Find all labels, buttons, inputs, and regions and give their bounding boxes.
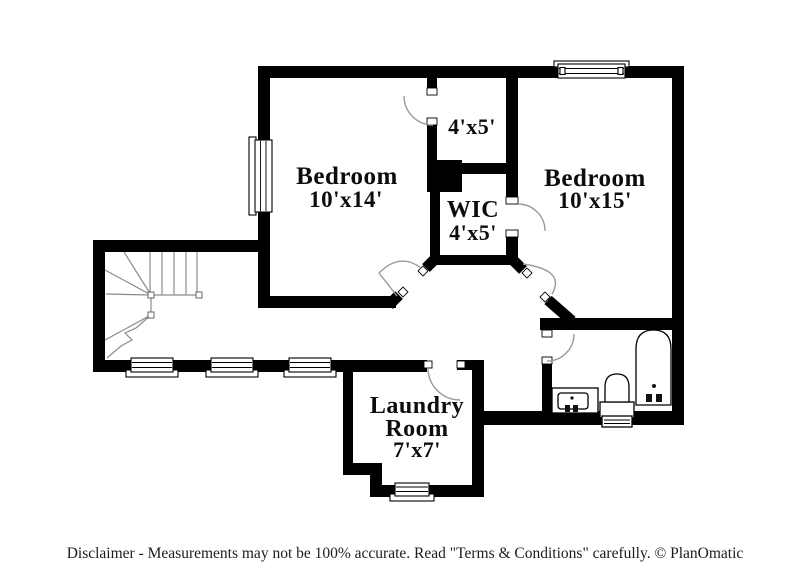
wall-stub-wic-right — [509, 256, 527, 274]
walls — [93, 66, 684, 497]
wall-laundry-right — [472, 360, 484, 497]
jamb — [423, 360, 433, 369]
disclaimer-text: Disclaimer - Measurements may not be 100… — [67, 545, 744, 562]
door-leaf-bedroom-left — [378, 272, 398, 297]
jamb — [505, 229, 519, 238]
wall-laundry-top-right — [457, 360, 484, 370]
wall-closet-block — [427, 160, 462, 192]
wall-wic-right-upper — [506, 78, 518, 197]
window-icon — [248, 136, 273, 216]
jamb — [541, 329, 553, 338]
label-bedroom-right-name: Bedroom — [544, 165, 646, 192]
windows — [125, 60, 630, 502]
wall-stair-left — [93, 240, 105, 372]
label-laundry-dims: 7'x7' — [393, 437, 441, 462]
jamb — [426, 87, 438, 96]
door-arc-bedroom-right — [522, 263, 557, 295]
wall-closet-bottom — [460, 163, 508, 174]
wall-closet-left-lower — [427, 118, 437, 163]
label-closet-dims: 4'x5' — [448, 114, 496, 139]
jamb — [426, 117, 438, 126]
window-icon — [283, 357, 337, 378]
window-icon — [553, 60, 630, 79]
wall-closet-left-upper — [427, 78, 437, 95]
stair-break-line — [106, 314, 152, 359]
window-icon — [205, 357, 259, 378]
sink-vanity-icon — [551, 387, 599, 414]
label-laundry-name-line2: Room — [385, 416, 448, 442]
wall-right — [672, 66, 684, 425]
wall-bathroom-left — [542, 364, 552, 415]
wall-bedroom-left-bottom — [258, 296, 396, 308]
bathtub-icon — [635, 329, 672, 406]
door-arc-bedroom-left — [378, 260, 422, 274]
wall-stub-wic-left — [422, 255, 439, 272]
jamb — [505, 196, 519, 205]
label-wic-dims: 4'x5' — [449, 220, 497, 245]
wall-laundry-left — [343, 360, 353, 475]
door-arc-bathroom — [546, 333, 575, 362]
room-labels: Bedroom 10'x14' 4'x5' WIC 4'x5' Bedroom … — [296, 114, 646, 462]
staircase-icon — [104, 251, 203, 359]
door-arc-closet — [403, 95, 434, 126]
label-wic-name: WIC — [447, 197, 499, 223]
toilet-icon — [599, 373, 635, 428]
label-bedroom-right-dims: 10'x15' — [558, 188, 632, 213]
jamb — [397, 286, 409, 298]
window-icon — [389, 482, 435, 502]
wall-stair-top — [93, 240, 258, 252]
wall-stub-bedroom-left-door — [385, 291, 403, 309]
wall-bathroom-top — [540, 318, 672, 330]
door-arc-wic — [517, 203, 546, 232]
door-arc-laundry — [427, 367, 461, 401]
door-leaf-bedroom-right — [544, 295, 576, 326]
wall-wic-left — [430, 192, 440, 265]
window-icon — [125, 357, 179, 378]
bathroom-fixtures — [551, 329, 672, 428]
label-laundry-name-line1: Laundry — [370, 393, 464, 419]
door-arcs — [378, 95, 575, 401]
jamb — [539, 291, 551, 303]
label-bedroom-left-name: Bedroom — [296, 163, 398, 190]
wall-wic-bottom — [430, 255, 518, 265]
label-bedroom-left-dims: 10'x14' — [309, 187, 383, 212]
jamb — [456, 360, 466, 369]
jamb — [417, 265, 429, 277]
jamb — [521, 267, 533, 279]
